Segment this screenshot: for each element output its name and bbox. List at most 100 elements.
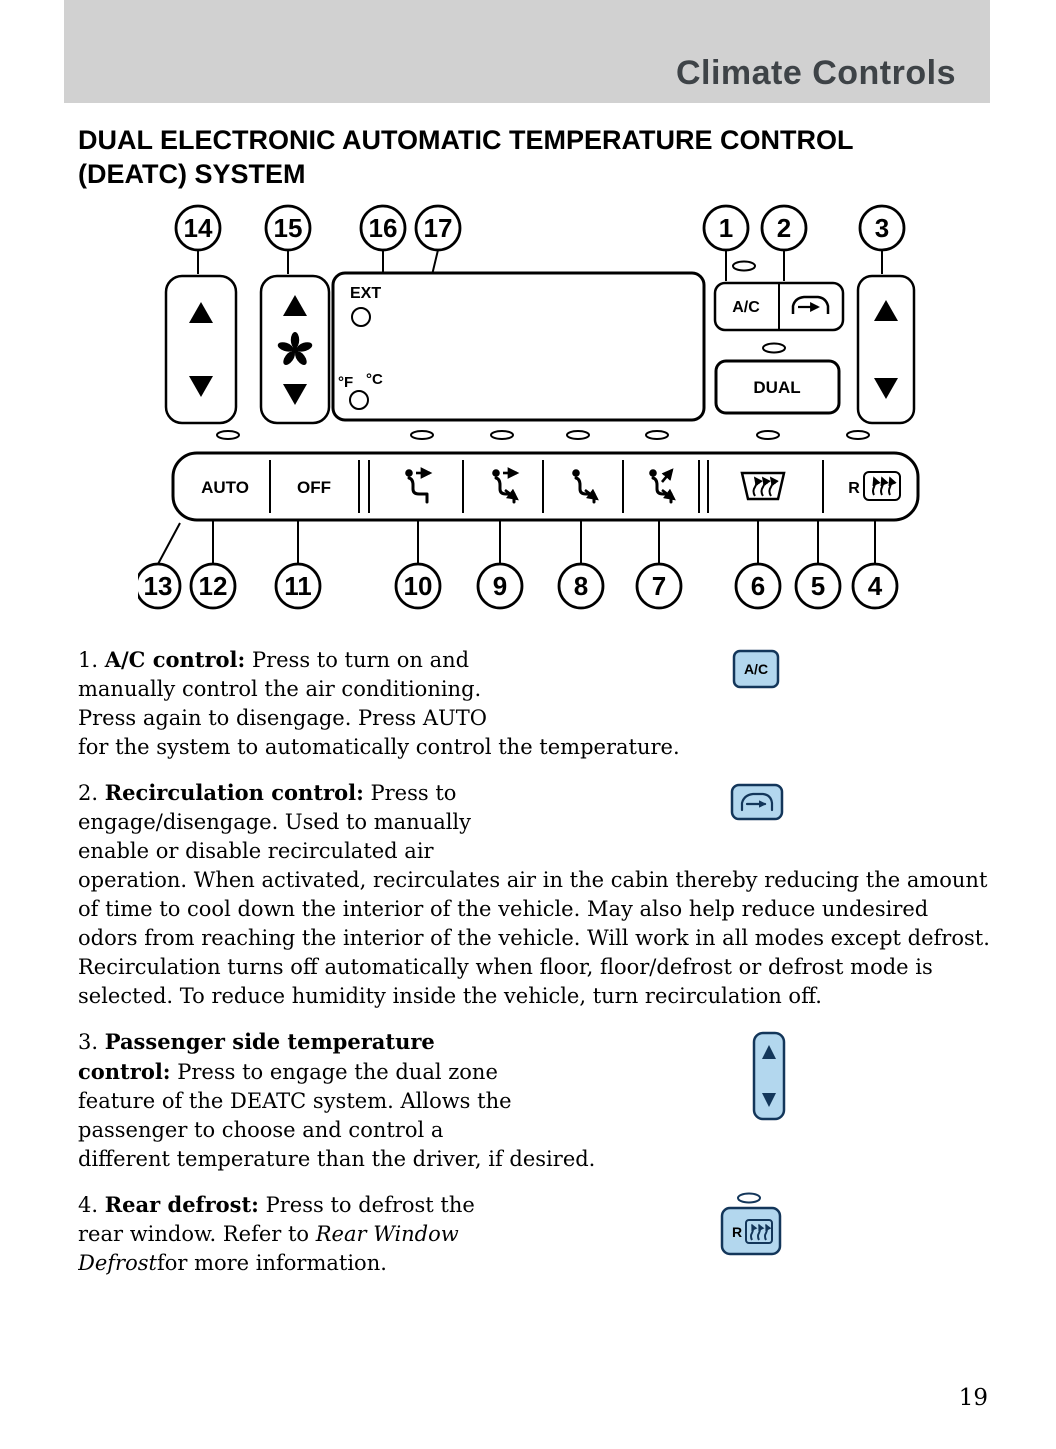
callout-7: 7 bbox=[635, 562, 683, 610]
ac-indicator-light bbox=[732, 260, 756, 272]
off-label: OFF bbox=[297, 478, 331, 497]
item-title: Rear defrost: bbox=[104, 1192, 259, 1217]
ac-recirc-button-group: A/C bbox=[713, 281, 845, 332]
floor-defrost-vent-icon bbox=[649, 468, 676, 504]
climate-panel-svg: EXT °F °C A/C DUAL bbox=[134, 204, 920, 610]
recirculation-icon-slot bbox=[515, 778, 990, 863]
down-arrow-icon bbox=[874, 378, 898, 399]
up-arrow-icon bbox=[874, 300, 898, 321]
svg-text:8: 8 bbox=[574, 571, 588, 601]
passenger-temp-icon-slot bbox=[515, 1027, 990, 1141]
ac-button-icon: A/C bbox=[732, 649, 780, 689]
fan-icon bbox=[277, 332, 313, 366]
svg-text:2: 2 bbox=[777, 213, 791, 243]
section-heading: DUAL ELECTRONIC AUTOMATIC TEMPERATURE CO… bbox=[78, 125, 853, 189]
item-body: Press to turn on and manually control th… bbox=[78, 648, 680, 759]
callout-9: 9 bbox=[476, 562, 524, 610]
header-bar: Climate Controls bbox=[64, 0, 990, 103]
indicator-lights-row bbox=[216, 430, 870, 440]
item-number: 3. bbox=[78, 1030, 105, 1054]
callout-8: 8 bbox=[557, 562, 605, 610]
callout-leader-lines-bottom bbox=[157, 521, 876, 565]
floor-vent-icon bbox=[572, 469, 599, 504]
svg-text:13: 13 bbox=[144, 571, 173, 601]
callout-12: 12 bbox=[189, 562, 237, 610]
item-number: 1. bbox=[78, 648, 105, 672]
svg-text:10: 10 bbox=[404, 571, 433, 601]
driver-temp-rocker bbox=[164, 274, 238, 425]
svg-text:11: 11 bbox=[284, 571, 312, 601]
callout-14: 14 bbox=[174, 204, 222, 252]
deg-c-label: °C bbox=[366, 371, 383, 388]
instructions: A/C 1. A/C control: Press to turn on and… bbox=[78, 645, 990, 1294]
svg-text:6: 6 bbox=[751, 571, 765, 601]
page-title: Climate Controls bbox=[675, 54, 956, 92]
instruction-item-3: 3. Passenger side temperature control: P… bbox=[78, 1027, 990, 1174]
svg-text:17: 17 bbox=[424, 213, 453, 243]
display-window: EXT °F °C bbox=[331, 271, 706, 422]
recirculation-icon bbox=[791, 295, 830, 314]
ext-label: EXT bbox=[350, 285, 381, 302]
item-text: 4. Rear defrost: Press to defrost the re… bbox=[78, 1190, 990, 1278]
dual-indicator-light bbox=[762, 342, 786, 354]
svg-text:R: R bbox=[732, 1224, 742, 1240]
callout-2: 2 bbox=[760, 204, 808, 252]
svg-text:1: 1 bbox=[719, 213, 733, 243]
page-number: 19 bbox=[958, 1385, 988, 1411]
svg-text:15: 15 bbox=[274, 213, 303, 243]
rear-defrost-r-label: R bbox=[848, 480, 860, 497]
item-body: Press to engage/disengage. Used to manua… bbox=[78, 781, 990, 1008]
auto-label: AUTO bbox=[201, 478, 249, 497]
item-body: Press to engage the dual zone feature of… bbox=[78, 1060, 596, 1171]
item-body-after: for more information. bbox=[156, 1251, 387, 1275]
svg-text:16: 16 bbox=[369, 213, 398, 243]
up-arrow-icon bbox=[762, 1045, 776, 1059]
dual-label: DUAL bbox=[753, 378, 800, 397]
svg-text:A/C: A/C bbox=[744, 661, 768, 677]
ac-icon-slot: A/C bbox=[515, 645, 990, 730]
callout-16: 16 bbox=[359, 204, 407, 252]
panel-floor-vent-icon bbox=[492, 467, 520, 504]
svg-text:14: 14 bbox=[184, 213, 213, 243]
climate-panel-diagram: EXT °F °C A/C DUAL bbox=[134, 203, 938, 617]
callout-4: 4 bbox=[851, 562, 899, 610]
svg-text:7: 7 bbox=[652, 571, 666, 601]
item-text: 2. Recirculation control: Press to engag… bbox=[78, 778, 990, 1011]
deg-f-label: °F bbox=[338, 374, 353, 391]
passenger-temp-rocker-icon bbox=[752, 1031, 786, 1121]
svg-text:5: 5 bbox=[811, 571, 825, 601]
down-arrow-icon bbox=[762, 1093, 776, 1107]
instruction-item-4: R 4. Rear defrost: Press to defrost the … bbox=[78, 1190, 990, 1278]
callout-11: 11 bbox=[274, 562, 322, 610]
callout-15: 15 bbox=[264, 204, 312, 252]
callout-17: 17 bbox=[414, 204, 462, 252]
item-number: 2. bbox=[78, 781, 105, 805]
callout-13: 13 bbox=[134, 562, 182, 610]
mode-button-bar: AUTO OFF bbox=[171, 451, 920, 522]
item-title: Recirculation control: bbox=[104, 780, 364, 805]
passenger-temp-rocker bbox=[856, 274, 916, 425]
item-title: A/C control: bbox=[104, 647, 246, 672]
rear-defrost-button-icon: R bbox=[720, 1192, 782, 1256]
callout-1: 1 bbox=[702, 204, 750, 252]
callout-3: 3 bbox=[858, 204, 906, 252]
instruction-item-1: A/C 1. A/C control: Press to turn on and… bbox=[78, 645, 990, 762]
fan-speed-rocker bbox=[259, 274, 331, 425]
ext-sensor-indicator bbox=[351, 307, 371, 327]
down-arrow-icon bbox=[283, 384, 307, 405]
callout-10: 10 bbox=[394, 562, 442, 610]
panel-vent-icon bbox=[405, 467, 433, 504]
defrost-icon bbox=[740, 471, 786, 501]
svg-text:9: 9 bbox=[493, 571, 507, 601]
svg-text:12: 12 bbox=[199, 571, 228, 601]
indicator-light bbox=[737, 1192, 761, 1204]
item-body: Press to defrost the rear window. Refer … bbox=[78, 1193, 475, 1246]
item-title: Passenger side temperature control: bbox=[78, 1029, 435, 1084]
callout-6: 6 bbox=[734, 562, 782, 610]
rear-defrost-icon-slot: R bbox=[515, 1190, 990, 1275]
instruction-item-2: 2. Recirculation control: Press to engag… bbox=[78, 778, 990, 1011]
ac-label: A/C bbox=[732, 299, 760, 316]
dual-button: DUAL bbox=[714, 359, 841, 415]
up-arrow-icon bbox=[283, 295, 307, 316]
